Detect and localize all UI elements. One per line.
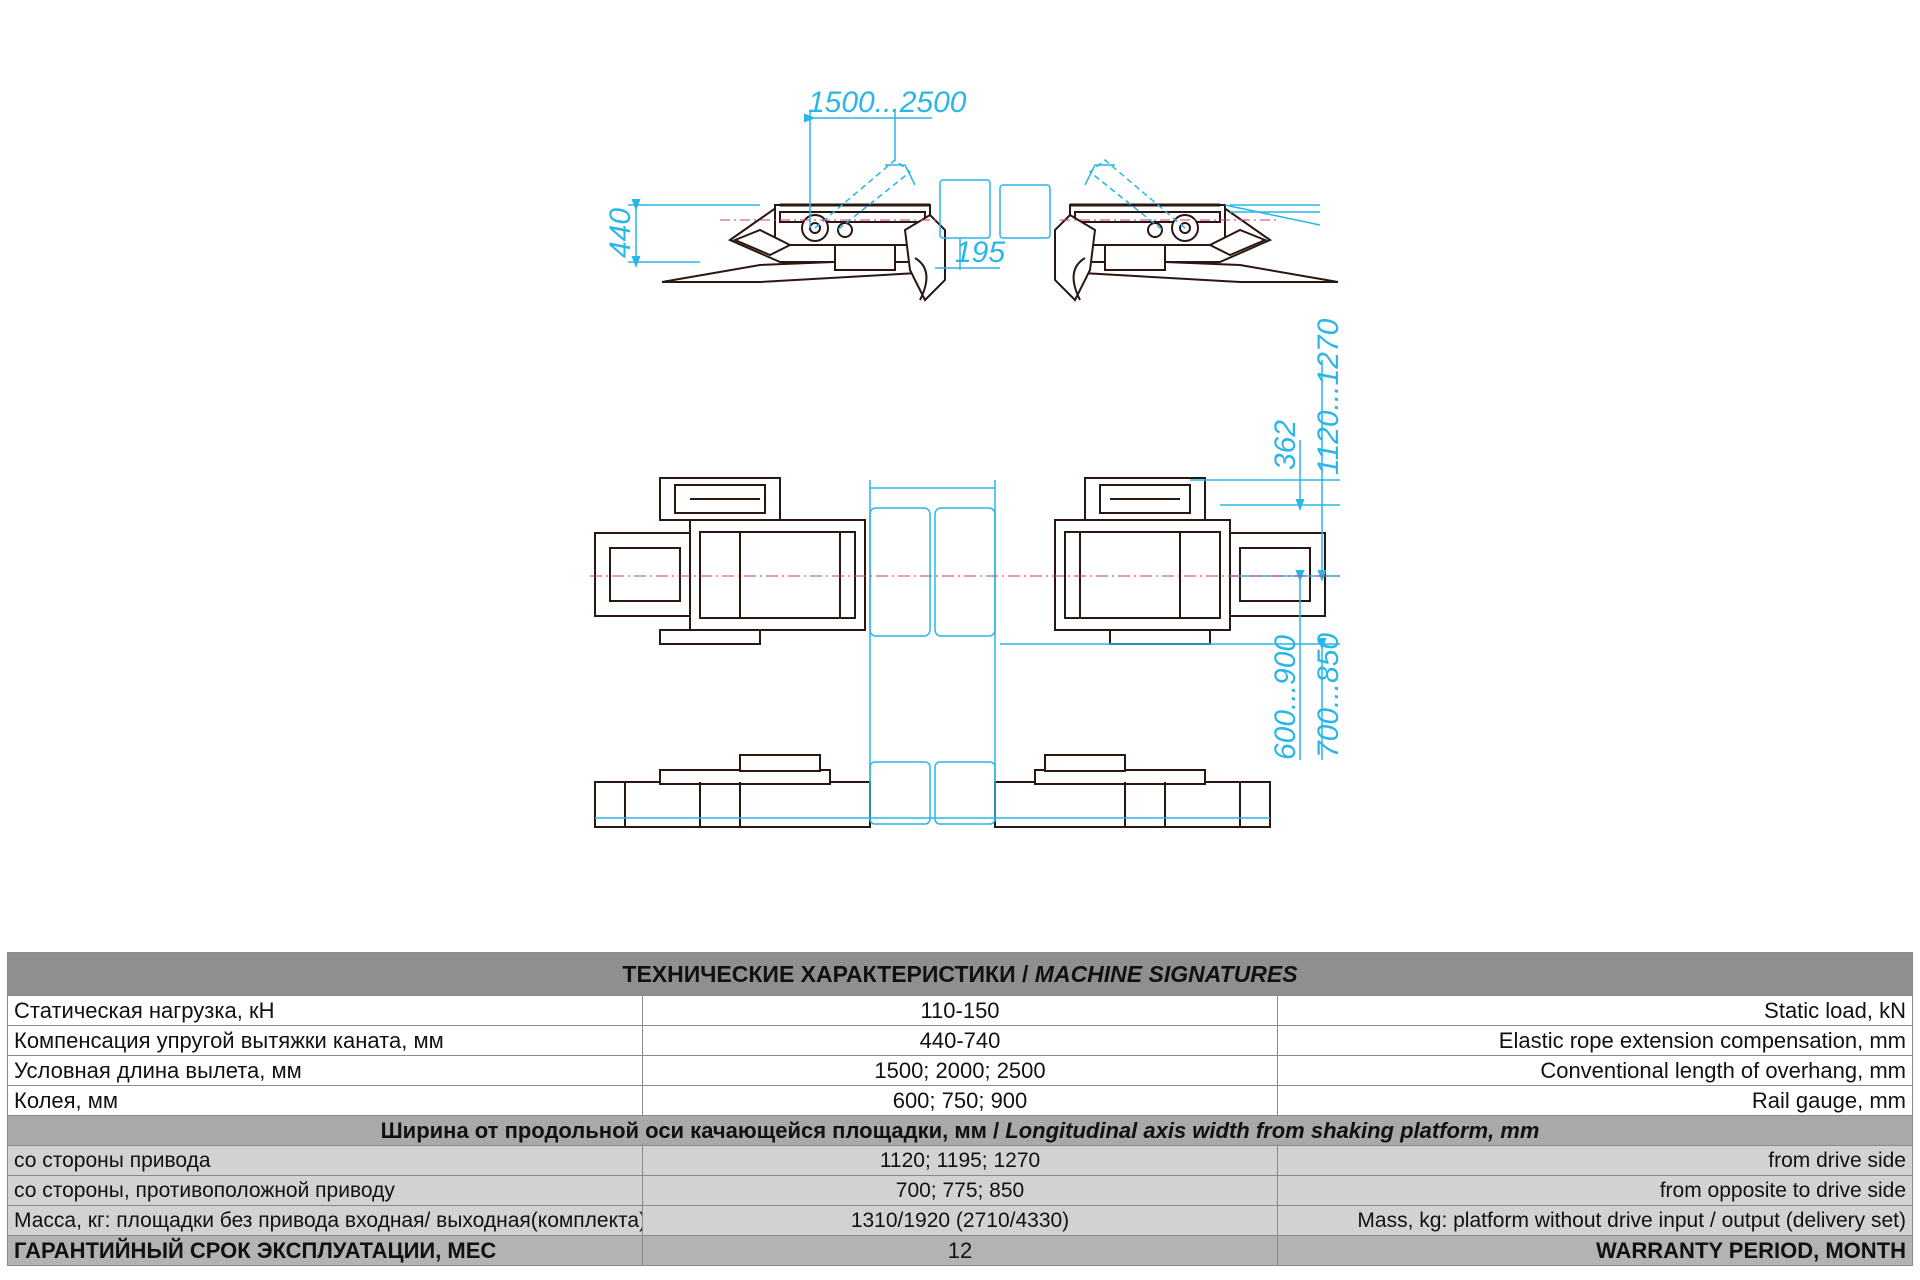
table-section-row: Ширина от продольной оси качающейся площ…: [7, 1115, 1913, 1146]
dim-362: 362: [1269, 420, 1302, 470]
table-row: Колея, мм 600; 750; 900 Rail gauge, mm: [7, 1085, 1913, 1116]
row-label-ru: Масса, кг: площадки без привода входная/…: [7, 1205, 643, 1236]
side-view-dimension-lines: [628, 110, 1321, 270]
row-label-ru: Колея, мм: [7, 1085, 643, 1116]
technical-drawing: 1500...2500 440 195 362 1120...1270 600.…: [590, 86, 1345, 828]
specifications-table: ТЕХНИЧЕСКИЕ ХАРАКТЕРИСТИКИ / MACHINE SIG…: [7, 952, 1913, 1266]
row-label-en: Mass, kg: platform without drive input /…: [1277, 1205, 1913, 1236]
table-row: со стороны, противоположной приводу 700;…: [7, 1175, 1913, 1206]
table-title: ТЕХНИЧЕСКИЕ ХАРАКТЕРИСТИКИ / MACHINE SIG…: [7, 952, 1913, 996]
row-label-en: from opposite to drive side: [1277, 1175, 1913, 1206]
table-row-warranty: ГАРАНТИЙНЫЙ СРОК ЭКСПЛУАТАЦИИ, МЕС 12 WA…: [7, 1235, 1913, 1266]
table-row: Статическая нагрузка, кН 110-150 Static …: [7, 995, 1913, 1026]
row-label-ru: Условная длина вылета, мм: [7, 1055, 643, 1086]
plan-view-rails: [869, 360, 1340, 790]
plan-view: [594, 477, 1326, 645]
row-label-ru: со стороны привода: [7, 1145, 643, 1176]
row-value: 1500; 2000; 2500: [642, 1055, 1278, 1086]
table-row: Масса, кг: площадки без привода входная/…: [7, 1205, 1913, 1236]
dim-440: 440: [604, 208, 637, 258]
table-title-row: ТЕХНИЧЕСКИЕ ХАРАКТЕРИСТИКИ / MACHINE SIG…: [7, 952, 1913, 996]
dim-700-850: 700...850: [1312, 633, 1345, 758]
row-label-en: Static load, kN: [1277, 995, 1913, 1026]
warranty-label-ru: ГАРАНТИЙНЫЙ СРОК ЭКСПЛУАТАЦИИ, МЕС: [7, 1235, 643, 1266]
row-label-en: Elastic rope extension compensation, mm: [1277, 1025, 1913, 1056]
row-value: 700; 775; 850: [642, 1175, 1278, 1206]
table-row: Условная длина вылета, мм 1500; 2000; 25…: [7, 1055, 1913, 1086]
dim-600-900: 600...900: [1269, 635, 1302, 760]
dim-1120-1270: 1120...1270: [1312, 318, 1345, 475]
row-value: 440-740: [642, 1025, 1278, 1056]
row-value: 1310/1920 (2710/4330): [642, 1205, 1278, 1236]
dimension-labels: 1500...2500 440 195 362 1120...1270 600.…: [604, 86, 1345, 760]
side-view: [661, 203, 1339, 302]
row-label-en: Rail gauge, mm: [1277, 1085, 1913, 1116]
warranty-label-en: WARRANTY PERIOD, MONTH: [1277, 1235, 1913, 1266]
row-label-en: from drive side: [1277, 1145, 1913, 1176]
table-row: со стороны привода 1120; 1195; 1270 from…: [7, 1145, 1913, 1176]
row-label-en: Conventional length of overhang, mm: [1277, 1055, 1913, 1086]
dim-195: 195: [955, 236, 1005, 269]
row-label-ru: со стороны, противоположной приводу: [7, 1175, 643, 1206]
front-view-rails: [595, 761, 1270, 825]
row-label-ru: Статическая нагрузка, кН: [7, 995, 643, 1026]
row-value: 110-150: [642, 995, 1278, 1026]
row-value: 1120; 1195; 1270: [642, 1145, 1278, 1176]
dim-overhang: 1500...2500: [808, 86, 967, 119]
row-value: 600; 750; 900: [642, 1085, 1278, 1116]
front-view: [594, 754, 1271, 828]
table-row: Компенсация упругой вытяжки каната, мм 4…: [7, 1025, 1913, 1056]
table-section-title: Ширина от продольной оси качающейся площ…: [7, 1115, 1913, 1146]
warranty-value: 12: [642, 1235, 1278, 1266]
row-label-ru: Компенсация упругой вытяжки каната, мм: [7, 1025, 643, 1056]
